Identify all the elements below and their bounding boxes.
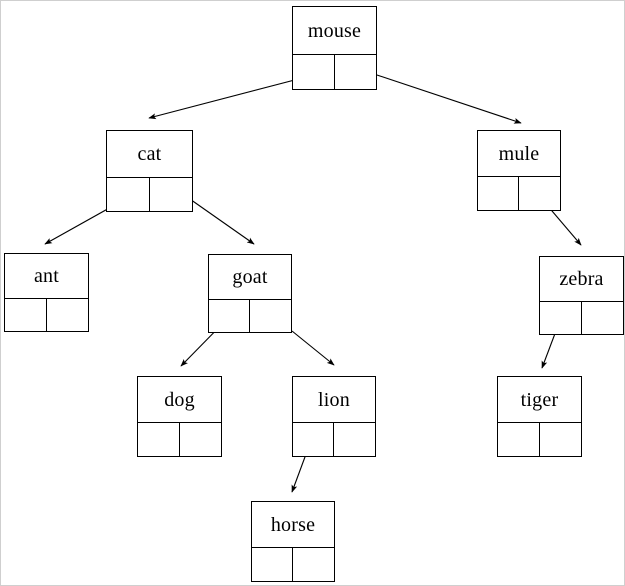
tree-node-label-tiger: tiger	[498, 377, 581, 423]
tree-node-label-horse: horse	[252, 502, 334, 548]
tree-node-pointers-mouse	[293, 55, 376, 89]
tree-node-zebra[interactable]: zebra	[539, 256, 624, 335]
tree-edge-mouse-mule	[355, 67, 522, 124]
tree-node-left-pointer-cat[interactable]	[107, 178, 150, 211]
tree-node-right-pointer-goat[interactable]	[250, 300, 291, 332]
tree-node-right-pointer-mouse[interactable]	[335, 55, 377, 89]
tree-node-pointers-dog	[138, 423, 221, 456]
tree-node-label-zebra: zebra	[540, 257, 623, 302]
tree-node-left-pointer-tiger[interactable]	[498, 423, 540, 456]
tree-edge-cat-goat	[186, 196, 255, 245]
tree-node-left-pointer-horse[interactable]	[252, 548, 293, 581]
tree-node-left-pointer-ant[interactable]	[5, 299, 47, 331]
tree-edge-goat-lion	[291, 330, 335, 366]
tree-node-left-pointer-mule[interactable]	[478, 177, 519, 210]
tree-node-label-dog: dog	[138, 377, 221, 423]
tree-node-right-pointer-mule[interactable]	[519, 177, 560, 210]
tree-node-left-pointer-mouse[interactable]	[293, 55, 335, 89]
tree-node-pointers-tiger	[498, 423, 581, 456]
tree-node-left-pointer-dog[interactable]	[138, 423, 180, 456]
tree-node-tiger[interactable]: tiger	[497, 376, 582, 457]
tree-node-right-pointer-cat[interactable]	[150, 178, 193, 211]
tree-node-lion[interactable]: lion	[292, 376, 376, 457]
tree-node-pointers-lion	[293, 423, 375, 456]
tree-node-left-pointer-zebra[interactable]	[540, 302, 582, 334]
tree-node-pointers-zebra	[540, 302, 623, 334]
tree-node-mule[interactable]: mule	[477, 130, 561, 211]
tree-node-horse[interactable]: horse	[251, 501, 335, 582]
tree-node-pointers-mule	[478, 177, 560, 210]
tree-node-label-cat: cat	[107, 131, 192, 178]
tree-node-pointers-horse	[252, 548, 334, 581]
tree-node-ant[interactable]: ant	[4, 253, 89, 332]
tree-node-label-goat: goat	[209, 255, 291, 300]
tree-node-left-pointer-goat[interactable]	[209, 300, 250, 332]
tree-node-cat[interactable]: cat	[106, 130, 193, 212]
tree-node-left-pointer-lion[interactable]	[293, 423, 334, 456]
tree-node-goat[interactable]: goat	[208, 254, 292, 333]
tree-node-label-mouse: mouse	[293, 7, 376, 55]
tree-node-dog[interactable]: dog	[137, 376, 222, 457]
tree-node-right-pointer-tiger[interactable]	[540, 423, 582, 456]
tree-node-right-pointer-ant[interactable]	[47, 299, 89, 331]
tree-node-label-mule: mule	[478, 131, 560, 177]
tree-node-mouse[interactable]: mouse	[292, 6, 377, 90]
tree-node-pointers-ant	[5, 299, 88, 331]
tree-node-label-lion: lion	[293, 377, 375, 423]
tree-node-pointers-cat	[107, 178, 192, 211]
tree-node-label-ant: ant	[5, 254, 88, 299]
tree-node-right-pointer-horse[interactable]	[293, 548, 334, 581]
tree-node-right-pointer-zebra[interactable]	[582, 302, 624, 334]
tree-node-right-pointer-dog[interactable]	[180, 423, 222, 456]
tree-node-right-pointer-lion[interactable]	[334, 423, 375, 456]
tree-node-pointers-goat	[209, 300, 291, 332]
